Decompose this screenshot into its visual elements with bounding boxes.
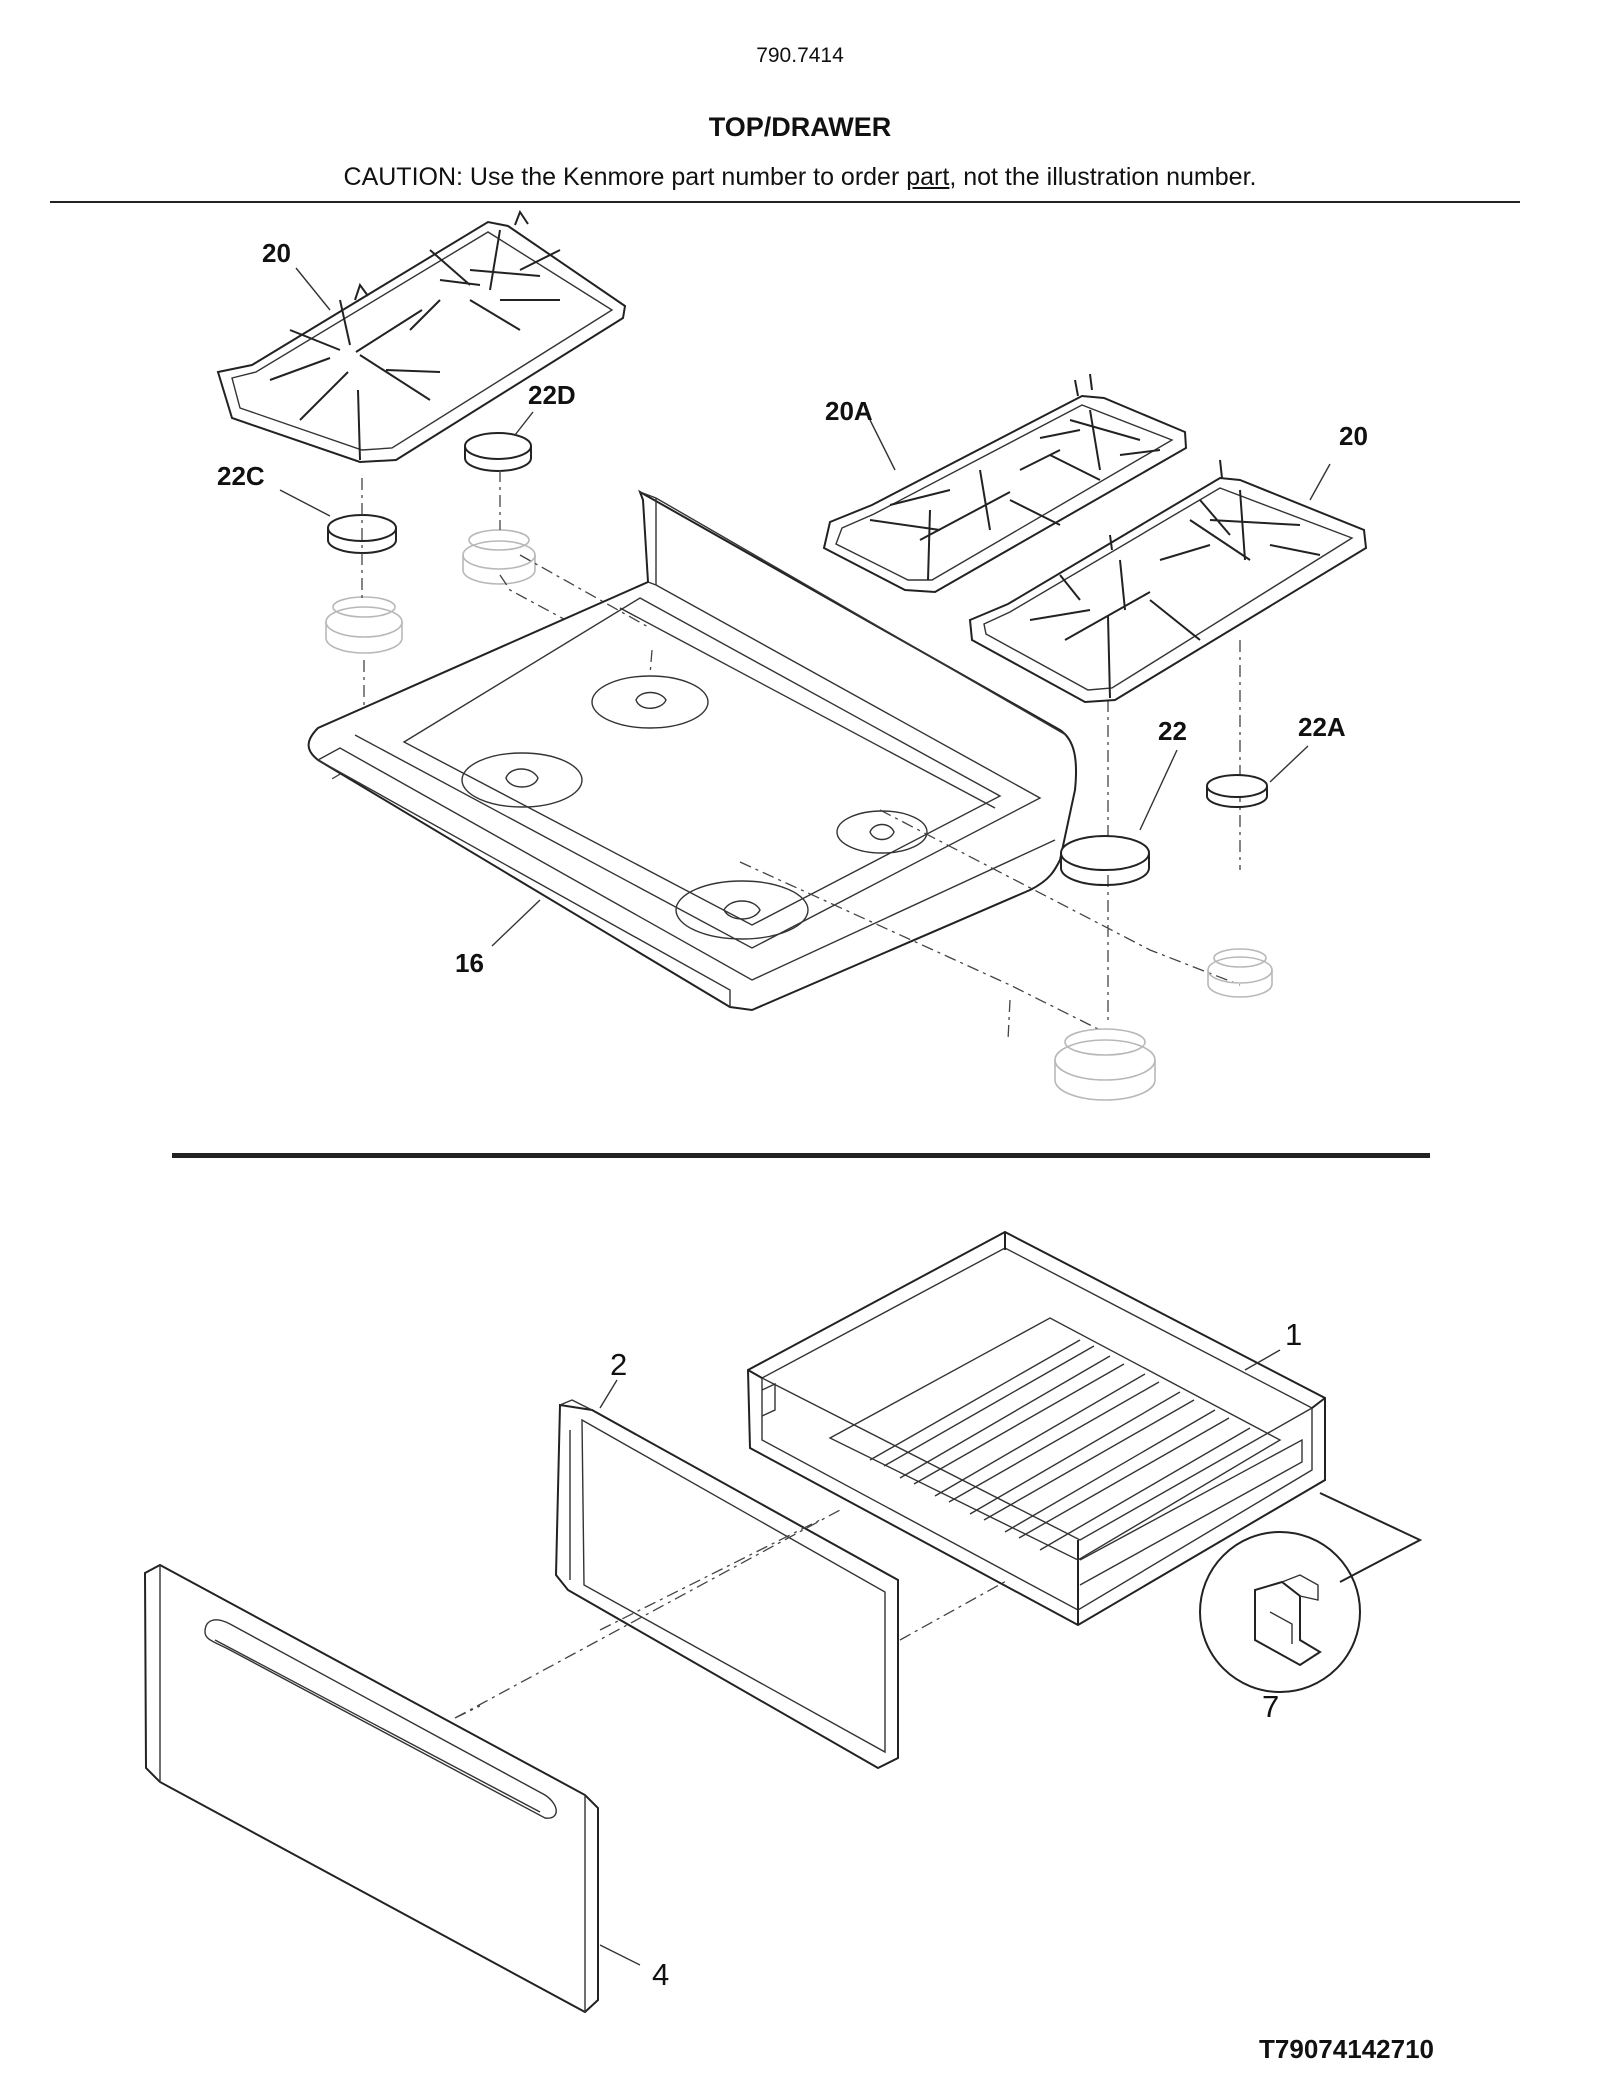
- burner-cap-22d: [464, 432, 532, 472]
- caution-text-start: CAUTION: Use the Kenmore part number to …: [343, 163, 907, 191]
- callout-20-left: 20: [262, 238, 291, 268]
- callout-20a: 20A: [825, 396, 873, 426]
- burner-head-ghost-left-front: [325, 596, 403, 654]
- callout-22a: 22A: [1298, 712, 1346, 742]
- cooktop-main-top: [307, 489, 1078, 1012]
- drawer-front: [143, 1563, 599, 2014]
- burner-head-ghost-right-rear: [1207, 948, 1273, 998]
- callout-2: 2: [610, 1347, 627, 1382]
- caution-note: CAUTION: Use the Kenmore part number to …: [0, 163, 1600, 192]
- model-number: 790.7414: [756, 44, 844, 67]
- callout-22c: 22C: [217, 461, 265, 491]
- section-divider: [172, 1153, 1430, 1158]
- callout-7: 7: [1262, 1689, 1279, 1724]
- burner-cap-22a: [1206, 774, 1268, 808]
- section-title: TOP/DRAWER: [708, 112, 892, 142]
- callout-16: 16: [455, 948, 484, 978]
- burner-head-ghost-right-front: [1054, 1028, 1156, 1101]
- header-divider: [50, 201, 1520, 203]
- drawer-liner: [554, 1399, 899, 1770]
- grate-center-20a: [822, 373, 1188, 594]
- grate-right: [968, 459, 1368, 704]
- callout-20-right: 20: [1339, 421, 1368, 451]
- glide-detail-circle: [1199, 1492, 1423, 1693]
- callout-22: 22: [1158, 716, 1187, 746]
- callout-1: 1: [1285, 1317, 1302, 1352]
- burner-cap-22: [1060, 835, 1150, 886]
- drawer-body: [746, 1230, 1326, 1627]
- caution-text-end: , not the illustration number.: [949, 163, 1257, 191]
- catalog-code: T79074142710: [1259, 2034, 1434, 2064]
- burner-head-ghost-left-rear: [462, 529, 536, 585]
- caution-underlined-word: part: [906, 163, 950, 191]
- callout-4: 4: [652, 1957, 669, 1992]
- grate-left: [216, 209, 627, 464]
- callout-22d: 22D: [528, 380, 576, 410]
